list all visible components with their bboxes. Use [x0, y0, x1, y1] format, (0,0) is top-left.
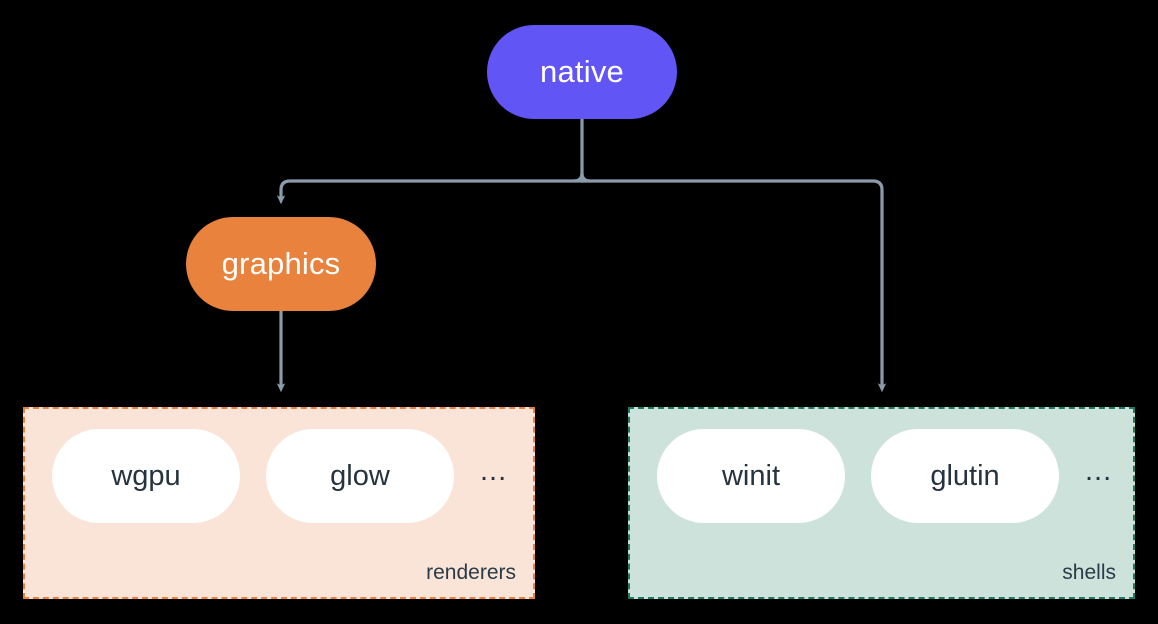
pill-wgpu-label: wgpu: [111, 459, 181, 492]
node-native[interactable]: native: [487, 25, 677, 119]
pill-winit-label: winit: [721, 459, 780, 492]
group-shells-label: shells: [1062, 561, 1116, 584]
pill-wgpu[interactable]: wgpu: [52, 429, 240, 523]
group-renderers-items: wgpu glow ...: [25, 429, 533, 523]
pill-winit[interactable]: winit: [657, 429, 845, 523]
node-native-label: native: [540, 54, 624, 89]
pill-glow-label: glow: [330, 459, 390, 492]
group-shells-items: winit glutin ...: [630, 429, 1133, 523]
edge-native-to-shells: [582, 179, 887, 393]
node-graphics[interactable]: graphics: [186, 217, 376, 311]
edge-native-to-graphics: [276, 172, 591, 205]
group-renderers-label: renderers: [426, 561, 516, 584]
shells-overflow-ellipsis: ...: [1085, 454, 1113, 487]
pill-glow[interactable]: glow: [266, 429, 454, 523]
group-renderers: wgpu glow ... renderers: [23, 407, 535, 599]
renderers-overflow-ellipsis: ...: [480, 454, 508, 487]
node-graphics-label: graphics: [221, 246, 341, 281]
pill-glutin-label: glutin: [930, 459, 1000, 492]
group-shells: winit glutin ... shells: [628, 407, 1135, 599]
edge-native-junction: [573, 119, 584, 183]
pill-glutin[interactable]: glutin: [871, 429, 1059, 523]
